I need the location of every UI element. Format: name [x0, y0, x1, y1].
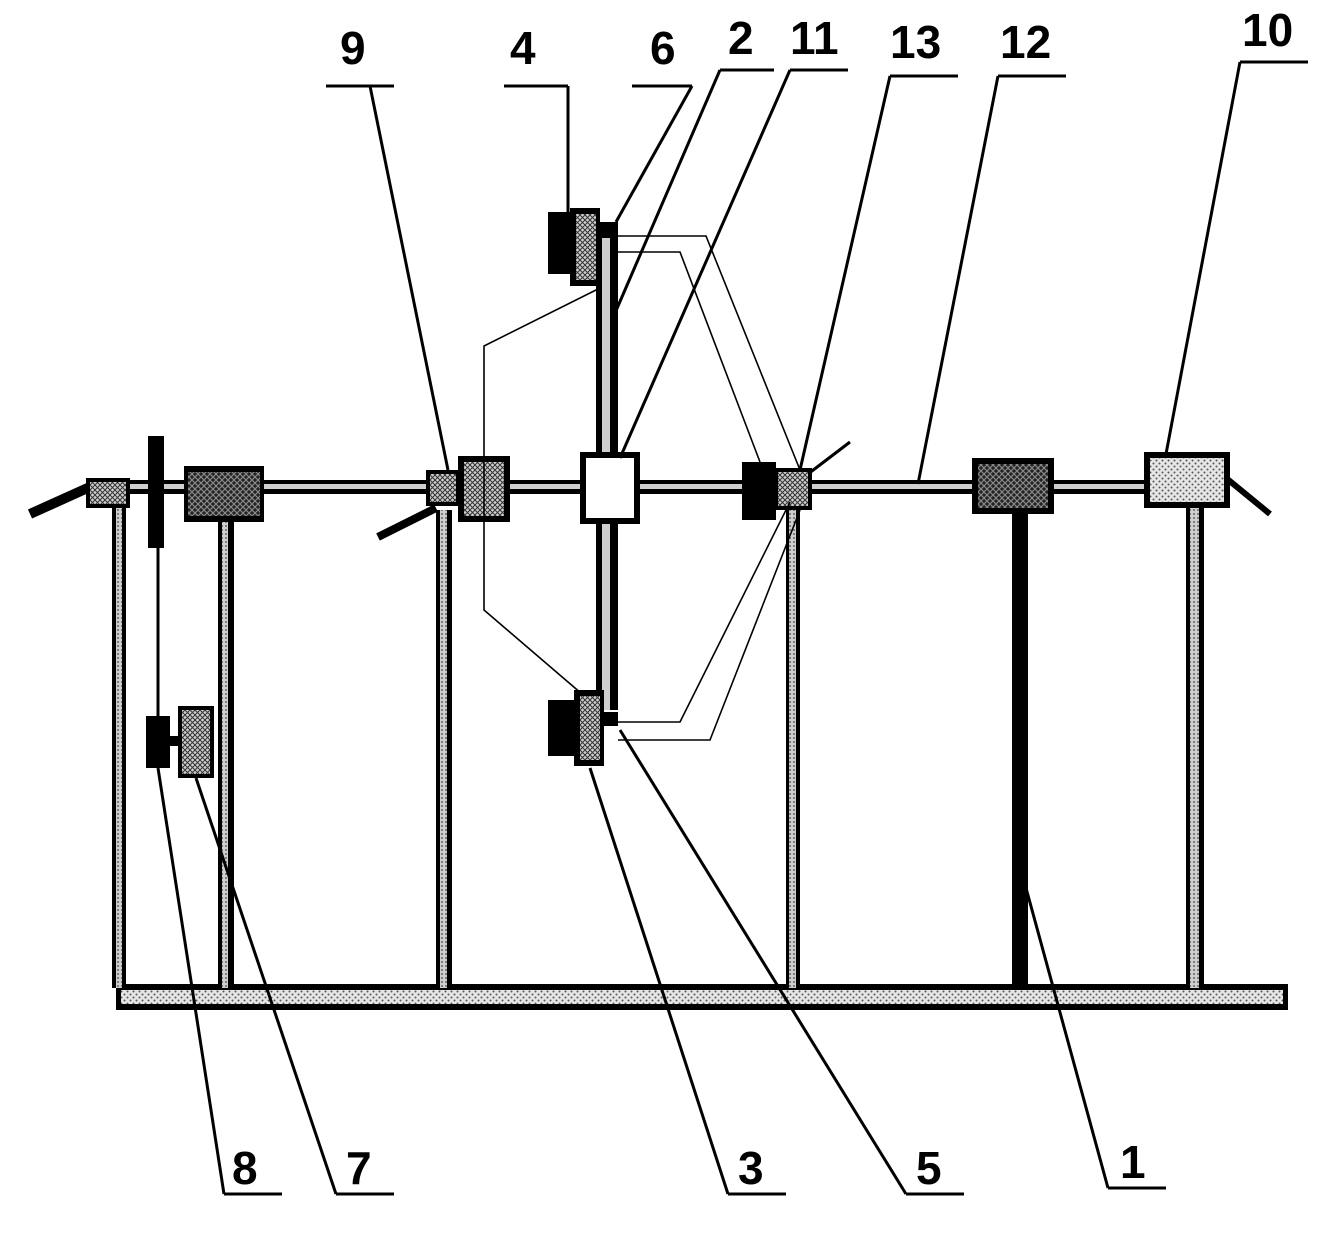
wire-bottom-outer — [618, 509, 801, 741]
component-10 — [1144, 452, 1230, 508]
label-6: 6 — [650, 22, 676, 74]
wire-top-outer — [618, 235, 801, 471]
component-13-block — [742, 462, 812, 520]
component-5 — [602, 712, 618, 726]
label-8: 8 — [232, 1142, 258, 1194]
label-10: 10 — [1242, 4, 1293, 56]
label-3: 3 — [738, 1142, 764, 1194]
label-1: 1 — [1120, 1136, 1146, 1188]
left-bearing-block — [184, 466, 264, 522]
wire-bottom-inner — [618, 501, 791, 723]
cross-hub-11 — [580, 452, 640, 524]
label-12: 12 — [1000, 16, 1051, 68]
label-11: 11 — [790, 12, 839, 64]
label-2: 2 — [728, 12, 754, 64]
component-8 — [146, 716, 170, 768]
right-bearing-block — [972, 458, 1054, 514]
label-9: 9 — [340, 22, 366, 74]
base-plate — [116, 984, 1288, 1010]
component-6 — [598, 222, 618, 238]
wire-top-inner — [618, 251, 761, 463]
component-9 — [426, 470, 460, 506]
top-pad — [548, 208, 618, 286]
support-1-post — [1012, 510, 1028, 988]
reference-labels: 9 4 6 2 11 13 12 10 8 7 3 5 1 — [232, 4, 1293, 1194]
label-7: 7 — [346, 1142, 372, 1194]
component-3 — [548, 700, 578, 756]
end-brackets — [27, 440, 1272, 541]
vertical-supports — [112, 500, 1204, 988]
leader-lines — [156, 60, 1308, 1196]
wire-left-loop — [483, 287, 601, 695]
label-5: 5 — [916, 1142, 942, 1194]
label-4: 4 — [510, 22, 536, 74]
vertical-arm — [596, 230, 618, 710]
left-end-bearing — [86, 478, 130, 508]
component-4 — [548, 212, 574, 274]
pulley-8 — [146, 436, 180, 768]
component-7 — [178, 706, 214, 778]
label-13: 13 — [890, 16, 941, 68]
bottom-pad — [548, 690, 618, 766]
